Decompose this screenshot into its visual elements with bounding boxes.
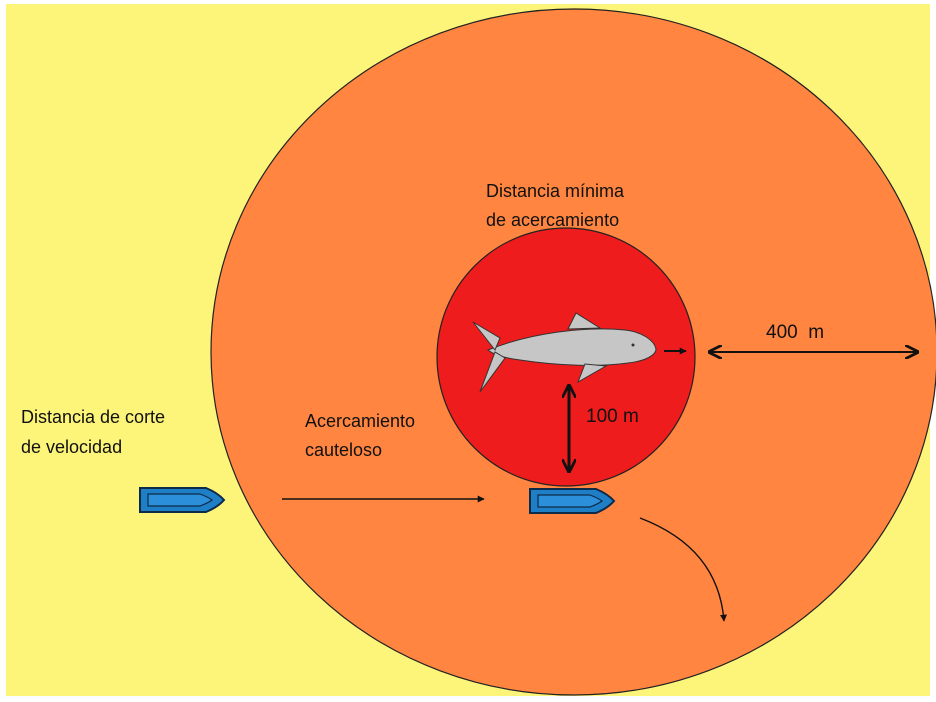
speed-cut-label-line2: de velocidad [21, 437, 122, 457]
boat-icon-center [530, 489, 614, 513]
min-distance-label-line2: de acercamiento [486, 210, 619, 230]
cautious-approach-label-line1: Acercamiento [305, 411, 415, 431]
distance-100-label: 100 m [586, 406, 639, 427]
cautious-approach-label-line2: cauteloso [305, 440, 382, 460]
boat-icon-left [140, 488, 224, 512]
distance-400-label: 400 m [766, 322, 824, 343]
min-distance-label-line1: Distancia mínima [486, 181, 625, 201]
speed-cut-label-line1: Distancia de corte [21, 407, 165, 427]
